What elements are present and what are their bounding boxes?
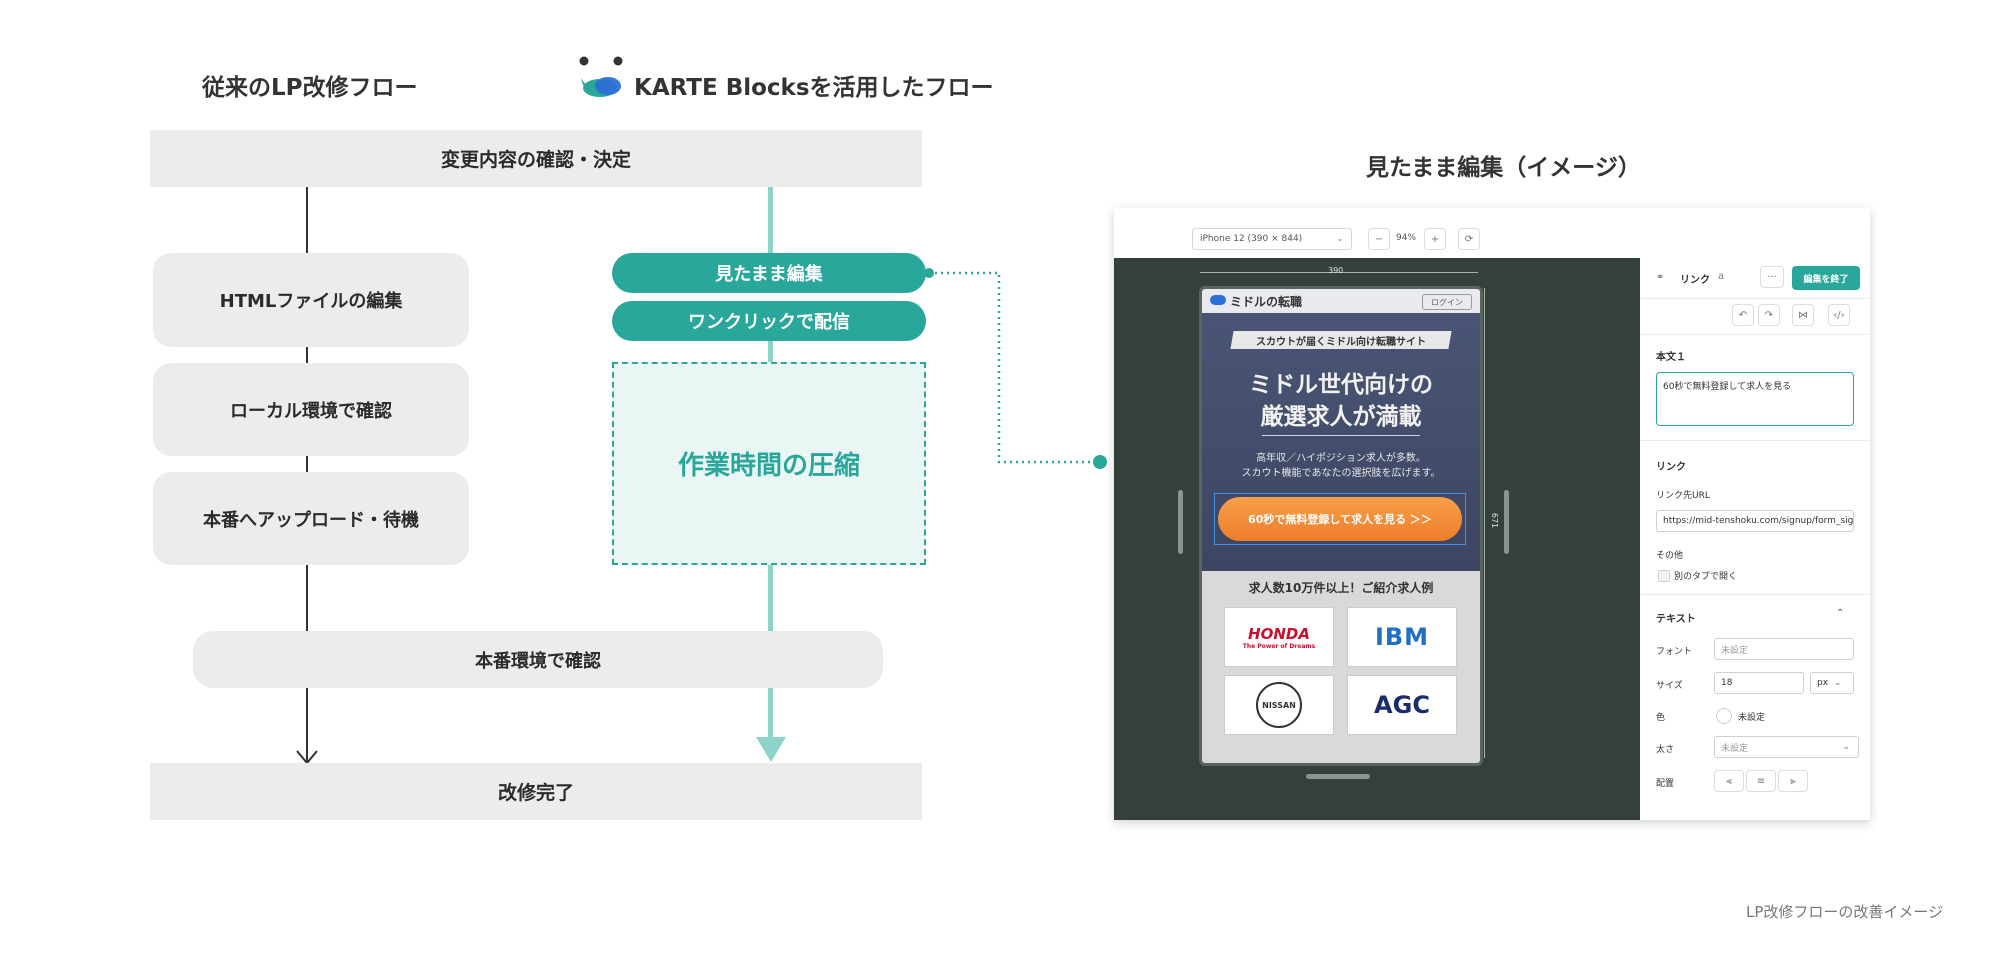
refresh-icon[interactable]: ⟳ [1458,228,1480,250]
company-logo-agc: AGC [1347,675,1457,735]
sub-copy-line2: スカウト機能であなたの選択肢を広げます。 [1241,468,1441,479]
size-input[interactable]: 18 [1714,672,1804,694]
weight-label: 太さ [1656,745,1675,755]
width-ruler [1200,272,1478,273]
device-select[interactable]: iPhone 12 (390 × 844) ⌄ [1192,228,1352,250]
element-type: リンク [1680,275,1710,286]
sub-copy-line1: 高年収／ハイポジション求人が多数。 [1256,453,1426,464]
time-reduction-box: 作業時間の圧縮 [612,362,926,565]
new-tab-checkbox[interactable] [1658,570,1670,582]
preview-connector [924,268,1107,469]
panel-divider [1640,298,1870,299]
resize-handle-right[interactable] [1504,490,1509,554]
karte-connector [768,340,773,362]
properties-panel: ⚭ リンク a ··· 編集を終了 ↶ ↷ ⋈ ‹/› 本文１ 60秒で無料登録… [1640,258,1870,820]
resize-handle-bottom[interactable] [1306,774,1370,779]
link-url-label: リンク先URL [1656,491,1710,501]
undo-icon[interactable]: ↶ [1732,304,1754,326]
zoom-in-button[interactable]: + [1424,228,1446,250]
new-tab-label: 別のタブで開く [1674,572,1738,582]
karte-logo-icon [578,56,626,100]
step-confirm-decide: 変更内容の確認・決定 [150,130,922,187]
link-url-input[interactable]: https://mid-tenshoku.com/signup/form_sig [1656,510,1854,532]
body-text-label: 本文１ [1656,352,1686,363]
step-wysiwyg-edit: 見たまま編集 [612,253,926,293]
selection-outline [1214,493,1466,545]
other-label: その他 [1656,551,1684,561]
zoom-level: 94% [1396,233,1417,243]
step-html-edit: HTMLファイルの編集 [153,253,469,347]
step-production-check: 本番環境で確認 [193,631,883,688]
align-left-icon[interactable]: ⫷ [1714,770,1744,792]
editor-toolbar: iPhone 12 (390 × 844) ⌄ − 94% + ⟳ [1114,208,1870,259]
karte-connector [768,688,773,740]
figure-caption: LP改修フローの改善イメージ [1746,903,1944,921]
step-upload-wait: 本番へアップロード・待機 [153,472,469,565]
chevron-down-icon: ⌄ [1336,234,1344,244]
company-logo-ibm: IBM [1347,607,1457,667]
redo-icon[interactable]: ↷ [1758,304,1780,326]
job-count-heading: 求人数10万件以上！ご紹介求人例 [1248,581,1434,595]
headline-line1: ミドル世代向けの [1249,372,1433,398]
karte-flow-title: KARTE Blocksを活用したフロー [634,75,994,101]
preview-canvas: 390 671 ミドルの転職 ログイン スカウトが届くミドル向け転職サイト ミド… [1114,258,1640,820]
panel-divider [1640,440,1870,441]
preview-title: 見たまま編集（イメージ） [1366,155,1641,181]
chevron-up-icon[interactable]: ⌃ [1836,608,1845,619]
height-ruler [1484,288,1485,758]
step-local-check: ローカル環境で確認 [153,363,469,456]
width-ruler-label: 390 [1328,266,1344,275]
color-value: 未設定 [1738,713,1766,723]
phone-preview: ミドルの転職 ログイン スカウトが届くミドル向け転職サイト ミドル世代向けの 厳… [1199,286,1483,766]
color-swatch[interactable] [1716,708,1732,724]
step-one-click-publish: ワンクリックで配信 [612,301,926,341]
brand-name: ミドルの転職 [1230,295,1303,309]
align-label: 配置 [1656,779,1675,789]
zoom-out-button[interactable]: − [1368,228,1390,250]
code-icon[interactable]: ‹/› [1828,304,1850,326]
size-label: サイズ [1656,681,1683,691]
text-section-title: テキスト [1656,614,1696,625]
divider [1262,435,1420,436]
align-center-icon[interactable]: ≡ [1746,770,1776,792]
traditional-connector [306,347,308,363]
body-text-input[interactable]: 60秒で無料登録して求人を見る [1656,372,1854,426]
traditional-flow-title: 従来のLP改修フロー [202,75,418,101]
tagline: スカウトが届くミドル向け転職サイト [1256,337,1426,348]
traditional-connector [306,187,308,253]
color-label: 色 [1656,713,1666,723]
company-logo-nissan: NISSAN [1224,675,1334,735]
more-menu-button[interactable]: ··· [1760,266,1784,288]
brand-logo-icon [1210,295,1226,305]
weight-select[interactable]: 未設定 ⌄ [1714,736,1859,758]
align-right-icon[interactable]: ⫸ [1778,770,1808,792]
karte-connector [768,187,773,255]
panel-divider [1640,594,1870,595]
share-icon[interactable]: ⋈ [1792,304,1814,326]
unit-select[interactable]: px ⌄ [1810,672,1854,694]
font-input[interactable]: 未設定 [1714,638,1854,660]
font-label: フォント [1656,647,1693,657]
company-logo-honda: HONDA The Power of Dreams [1224,607,1334,667]
link-section-title: リンク [1656,462,1686,473]
editor-window: iPhone 12 (390 × 844) ⌄ − 94% + ⟳ 390 67… [1114,208,1870,820]
step-complete: 改修完了 [150,763,922,820]
panel-divider [1640,334,1870,335]
chevron-down-icon: ⌄ [1842,742,1850,752]
karte-connector [768,565,773,631]
traditional-connector [306,456,308,472]
traditional-connector [306,688,308,762]
login-button[interactable]: ログイン [1422,294,1472,310]
karte-arrow-head [756,737,786,762]
traditional-connector [306,565,308,631]
chevron-down-icon: ⌄ [1834,678,1842,688]
height-ruler-label: 671 [1490,512,1500,529]
link-icon: ⚭ [1656,272,1665,283]
element-tag: a [1718,271,1725,282]
resize-handle-left[interactable] [1178,490,1183,554]
finish-edit-button[interactable]: 編集を終了 [1792,266,1860,290]
headline-line2: 厳選求人が満載 [1260,404,1422,430]
cta-button[interactable]: 60秒で無料登録して求人を見る ＞＞ [1218,497,1462,541]
